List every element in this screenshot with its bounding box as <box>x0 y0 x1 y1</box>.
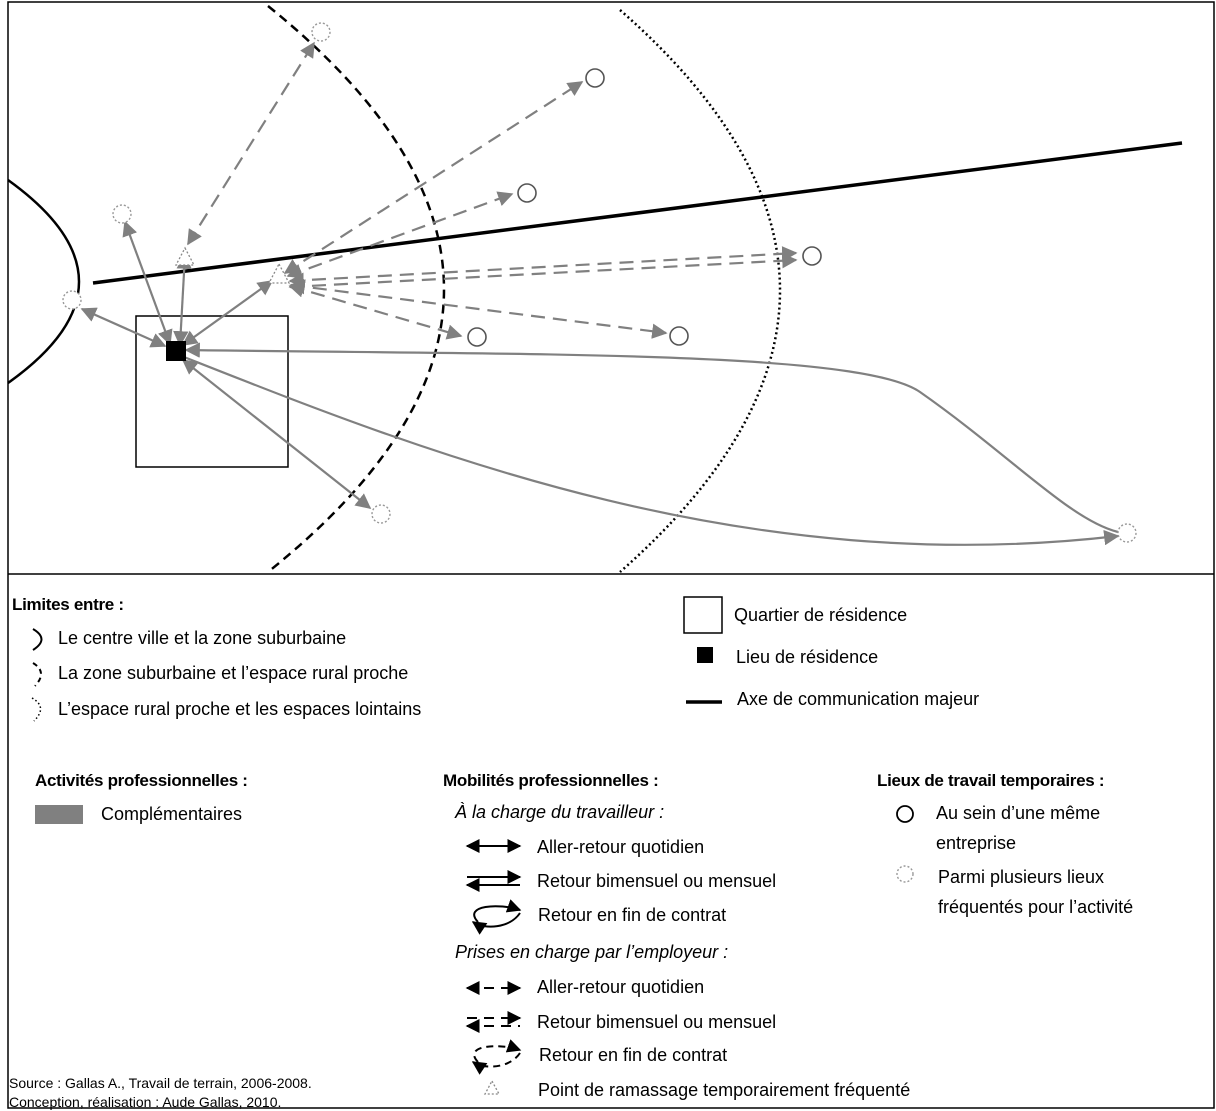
flow-pickup2-site-e <box>289 279 668 339</box>
flow-end-contract-arc-upper <box>184 342 1119 534</box>
mobility-title: Mobilités professionnelles : <box>443 771 659 790</box>
legend-complementary-symbol <box>35 805 83 824</box>
limit-city-label: Le centre ville et la zone suburbaine <box>58 628 347 648</box>
flow-to-nw-site <box>122 220 173 346</box>
flow-to-south-site <box>181 359 372 509</box>
legend-employer-contract-symbol-top <box>473 1039 522 1063</box>
worker-daily-label: Aller-retour quotidien <box>537 837 705 857</box>
rural-boundary <box>619 9 782 573</box>
multi-site <box>371 504 391 524</box>
source-credit: Source : Gallas A., Travail de terrain, … <box>9 1075 312 1091</box>
residence-district <box>135 315 289 468</box>
limit-rural-label: L’espace rural proche et les espaces loi… <box>58 699 422 719</box>
flow-end-contract-arc-lower <box>183 355 1120 546</box>
legend-city-boundary-symbol <box>32 628 43 651</box>
suburban-boundary <box>267 5 446 573</box>
axis-label: Axe de communication majeur <box>737 689 980 709</box>
same-company-sites <box>467 68 822 347</box>
legend-suburban-boundary-symbol <box>32 662 42 687</box>
multi-site <box>62 290 82 310</box>
same-company-label-2: entreprise <box>936 833 1017 853</box>
residence-place <box>166 341 186 361</box>
company-site <box>669 326 689 346</box>
employer-bimonthly-label: Retour bimensuel ou mensuel <box>537 1012 777 1032</box>
employer-title: Prises en charge par l’employeur : <box>455 942 729 962</box>
multi-site <box>112 204 132 224</box>
worker-bimonthly-label: Retour bimensuel ou mensuel <box>537 871 777 891</box>
pickup-point-1 <box>174 246 196 266</box>
legend-residence-symbol <box>697 647 713 663</box>
pickup-label: Point de ramassage temporairement fréque… <box>538 1080 911 1100</box>
activities-title: Activités professionnelles : <box>35 771 248 790</box>
pickup-point-2 <box>267 262 291 284</box>
district-label: Quartier de résidence <box>734 605 908 625</box>
flow-pickup2-site-a <box>283 81 584 274</box>
multi-site <box>311 22 331 42</box>
legend-worker-contract-symbol-top <box>473 899 522 923</box>
company-site <box>802 246 822 266</box>
flow-to-pickup-2 <box>181 280 274 346</box>
complementary-label: Complémentaires <box>101 804 243 824</box>
worker-title: À la charge du travailleur : <box>455 802 665 822</box>
legend-district-symbol <box>683 596 723 634</box>
multi-site <box>1117 523 1137 543</box>
legend-employer-contract-symbol-bottom <box>471 1052 521 1075</box>
flow-pickup2-site-c-upper <box>288 246 798 288</box>
employer-contract-label: Retour en fin de contrat <box>539 1045 728 1065</box>
legend-worker-contract-symbol-bottom <box>471 912 521 935</box>
city-center-boundary <box>7 178 81 385</box>
worker-contract-label: Retour en fin de contrat <box>538 905 727 925</box>
flow-to-pickup-1 <box>173 253 192 347</box>
outer-frame <box>7 1 1215 1109</box>
flow-pickup2-site-d <box>288 282 463 340</box>
limits-title: Limites entre : <box>12 595 124 614</box>
same-company-label-1: Au sein d’une même <box>936 803 1101 823</box>
legend-pickup-symbol <box>483 1079 501 1095</box>
residence-label: Lieu de résidence <box>736 647 879 667</box>
flow-to-west-site <box>80 307 167 348</box>
employer-daily-label: Aller-retour quotidien <box>537 977 705 997</box>
flow-pickup1-north-site <box>187 41 315 246</box>
conception-credit: Conception, réalisation : Aude Gallas, 2… <box>9 1094 282 1110</box>
several-sites <box>62 22 1137 543</box>
company-site <box>467 327 487 347</box>
major-communication-axis <box>92 141 1183 285</box>
flow-pickup2-site-c-lower <box>288 253 798 294</box>
limit-suburban-label: La zone suburbaine et l’espace rural pro… <box>58 663 409 683</box>
legend-rural-boundary-symbol <box>31 697 42 722</box>
worker-flows <box>80 220 1120 546</box>
legend-several-sites-symbol <box>896 865 914 883</box>
company-site <box>585 68 605 88</box>
several-sites-label-2: fréquentés pour l’activité <box>938 897 1134 917</box>
several-sites-label-1: Parmi plusieurs lieux <box>938 867 1105 887</box>
legend-same-company-symbol <box>896 805 914 823</box>
employer-flows <box>187 41 798 340</box>
flow-pickup2-site-b <box>286 191 514 279</box>
workplaces-title: Lieux de travail temporaires : <box>877 771 1105 790</box>
company-site <box>517 183 537 203</box>
